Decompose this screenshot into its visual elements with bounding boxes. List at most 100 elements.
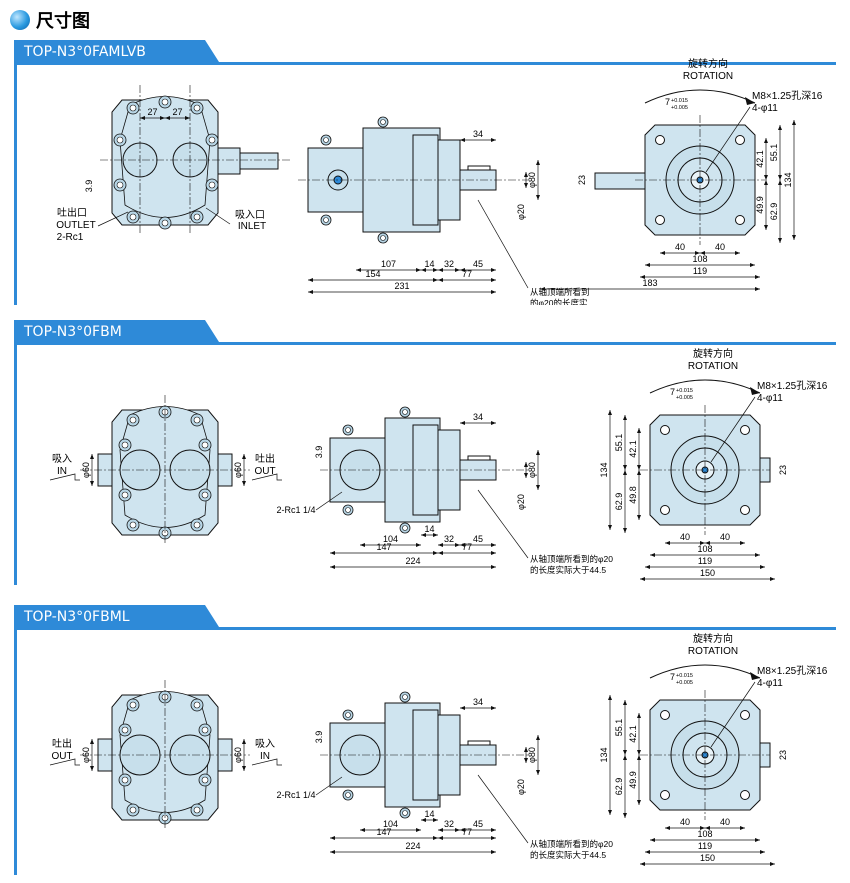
dim-arrow	[421, 268, 426, 272]
dim-arrow	[755, 553, 760, 557]
dim-arrow	[421, 533, 426, 537]
dim-arrow	[536, 195, 540, 200]
bolt-hex	[380, 119, 386, 125]
note-text: 从轴顶端所看到的φ20	[530, 554, 613, 564]
dim-arrow	[491, 421, 496, 425]
dim-arrow	[491, 138, 496, 142]
dim-arrow	[637, 465, 641, 470]
dim-label: φ20	[516, 204, 526, 220]
leader-line	[710, 396, 756, 463]
shaft-key	[467, 740, 491, 746]
dim-label: 147	[376, 542, 391, 552]
rotation-arrowhead-icon	[750, 387, 760, 395]
dim-arrow	[705, 826, 710, 830]
dim-label: 119	[698, 841, 712, 851]
dim-label: 32	[444, 534, 454, 544]
dim-label: 77	[462, 269, 472, 279]
dim-label: 150	[700, 853, 715, 863]
dim-label: 27	[172, 107, 182, 117]
dim-arrow	[438, 278, 443, 282]
holes-label: 4-φ11	[757, 393, 783, 404]
rotation-label-cn: 旋转方向	[688, 57, 728, 70]
dim-arrow	[460, 706, 465, 710]
flow-arrow-icon	[49, 473, 80, 481]
dim-label: 23	[577, 175, 587, 185]
bolt-hex	[402, 409, 408, 415]
note-text: 的长度实际大于44.5	[530, 850, 606, 860]
mount-hole	[735, 215, 745, 225]
dim-label: 108	[697, 829, 712, 839]
dim-arrow	[755, 287, 760, 291]
rotation-arrow-icon	[644, 89, 756, 104]
dim-arrow	[433, 551, 438, 555]
leader-line	[315, 491, 343, 511]
dim-arrow	[623, 700, 627, 705]
bolt-hex	[161, 219, 169, 227]
dim-arrow	[416, 828, 421, 832]
dim-arrow	[608, 810, 612, 815]
dim-arrow	[438, 828, 443, 832]
dim-arrow	[330, 850, 335, 854]
dim-label: 55.1	[614, 434, 624, 452]
section-left-rule	[14, 627, 17, 875]
dim-label: 7	[670, 672, 675, 682]
dim-label: 147	[376, 827, 391, 837]
dim-arrow	[755, 838, 760, 842]
bolt-hex	[201, 776, 209, 784]
dim-arrow	[778, 238, 782, 243]
dim-label: 154	[365, 269, 380, 279]
dim-arrow	[650, 838, 655, 842]
dim-arrow	[536, 450, 540, 455]
port-label: 吸入	[52, 454, 72, 465]
note-text: 的φ20的长度实	[530, 298, 587, 305]
dim-arrow	[330, 565, 335, 569]
rotation-label-en: ROTATION	[688, 646, 738, 657]
dim-label: φ60	[81, 462, 91, 478]
dim-label: 150	[700, 568, 715, 578]
dim-arrow	[640, 862, 645, 866]
dim-label: 40	[680, 532, 690, 542]
bolt-hex	[193, 213, 201, 221]
dim-arrow	[637, 755, 641, 760]
dim-label: 55.1	[614, 719, 624, 737]
dim-arrow	[433, 836, 438, 840]
dim-arrow	[460, 828, 465, 832]
mount-hole	[660, 505, 670, 515]
bolt-hex	[208, 136, 216, 144]
dim-arrow	[242, 454, 246, 459]
dim-label: 224	[405, 841, 420, 851]
dim-arrow	[755, 275, 760, 279]
dim-arrow	[491, 290, 496, 294]
dim-arrow	[90, 454, 94, 459]
dim-arrow	[608, 410, 612, 415]
leader-line	[705, 106, 751, 173]
dim-arrow	[700, 541, 705, 545]
dim-arrow	[524, 462, 528, 467]
dim-arrow	[356, 268, 361, 272]
dim-label: φ60	[233, 747, 243, 763]
bolt-hex	[208, 181, 216, 189]
dim-label: 27	[147, 107, 157, 117]
leader-line	[205, 207, 231, 225]
tolerance-label: +0.015	[676, 673, 693, 679]
dim-arrow	[308, 278, 313, 282]
port-label: 2-Rc1 1/4	[276, 790, 315, 800]
dim-arrow	[637, 713, 641, 718]
mount-hole	[660, 425, 670, 435]
dim-arrow	[536, 485, 540, 490]
mount-hole	[660, 710, 670, 720]
section-title-band: TOP-N3°0FAMLVB	[14, 40, 836, 65]
tolerance-label: +0.005	[676, 395, 693, 401]
dim-label: 42.1	[628, 725, 638, 743]
dim-arrow	[764, 225, 768, 230]
port-label: OUT	[51, 751, 72, 762]
section-left-rule	[14, 62, 17, 305]
port-label: 吸入口	[235, 210, 265, 221]
section-title-text: TOP-N3°0FBM	[24, 324, 122, 340]
dim-arrow	[637, 800, 641, 805]
dim-arrow	[750, 263, 755, 267]
dim-arrow	[308, 290, 313, 294]
dim-label: 49.8	[628, 486, 638, 504]
